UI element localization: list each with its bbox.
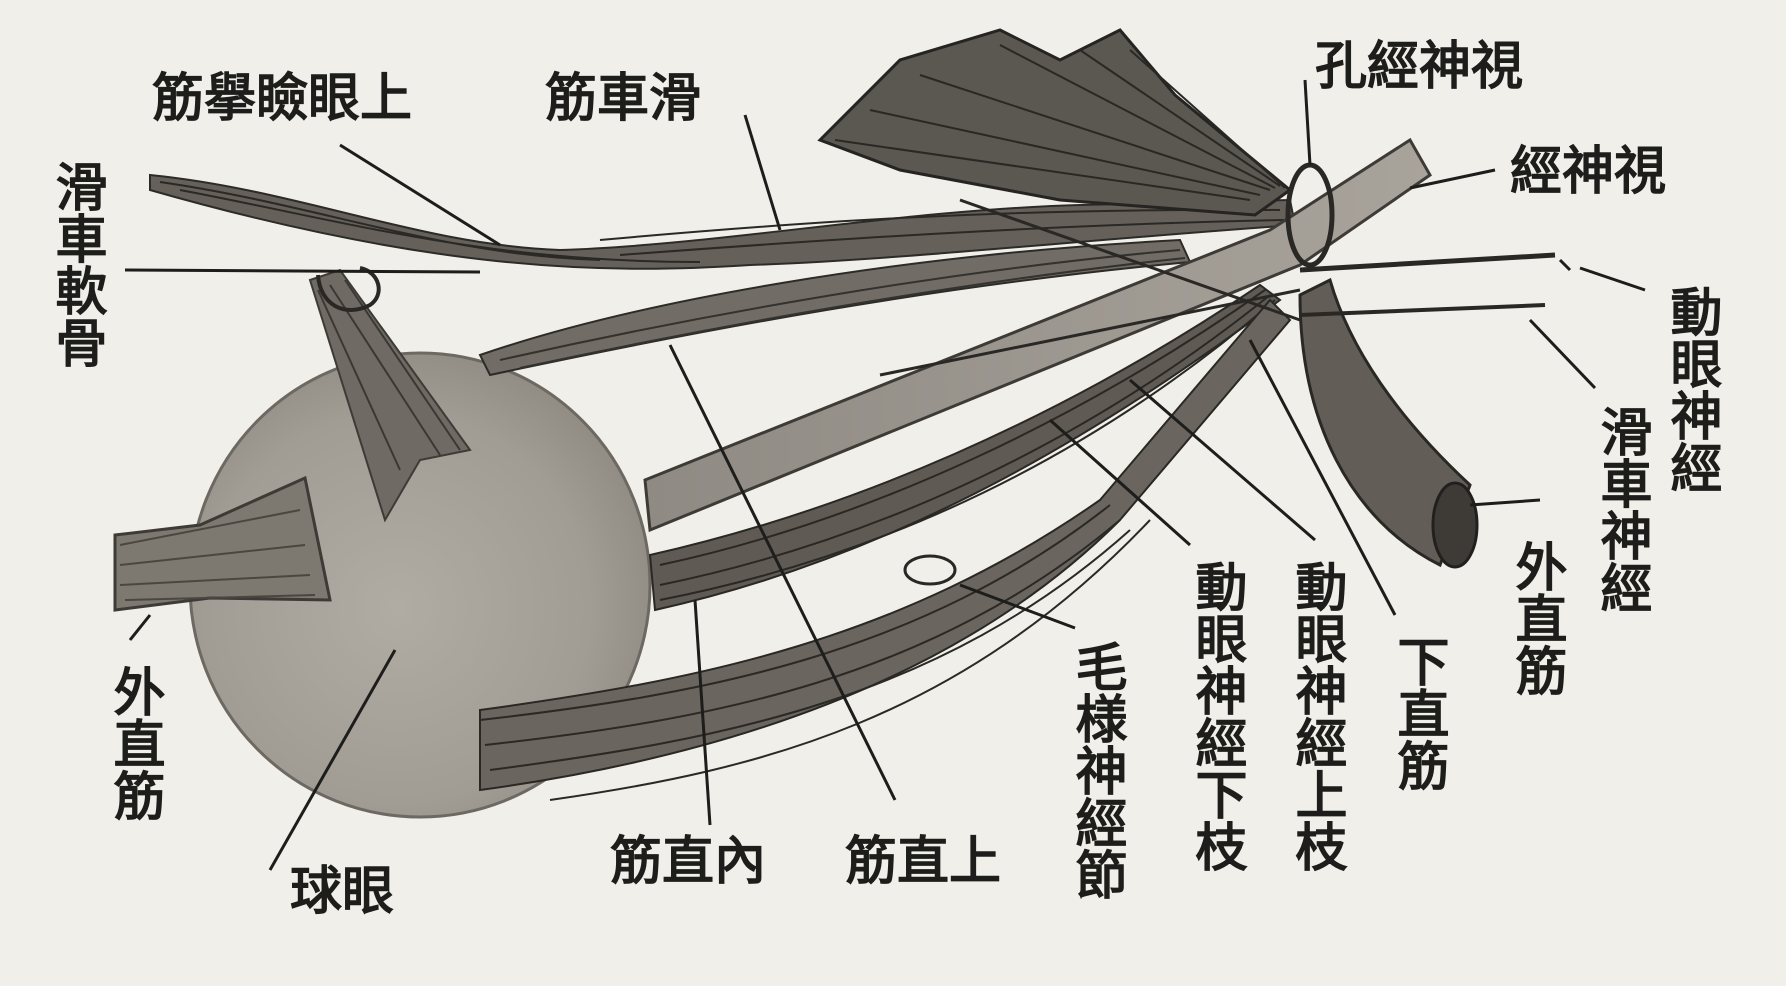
- label-oculomotor-superior: 動眼神經上枝: [1290, 560, 1342, 872]
- label-trochlear-muscle: 筋車滑: [545, 72, 701, 127]
- oculomotor-nerve-strand: [1300, 255, 1555, 270]
- label-eyeball: 球眼: [290, 865, 394, 920]
- label-lateral-rectus-right: 外直筋: [1510, 540, 1562, 696]
- label-inferior-rectus: 下直筋: [1392, 635, 1444, 791]
- ciliary-ganglion-shape: [905, 556, 955, 584]
- label-lateral-rectus-left: 外直筋: [108, 665, 160, 821]
- label-oculomotor-inferior: 動眼神經下枝: [1190, 560, 1242, 872]
- label-trochlea: 滑車軟骨: [50, 160, 102, 368]
- label-trochlear-nerve: 滑車神經: [1595, 405, 1647, 613]
- label-optic-foramen: 孔經神視: [1315, 40, 1523, 95]
- label-ciliary-ganglion: 毛様神經節: [1070, 640, 1122, 900]
- label-levator: 筋擧瞼眼上: [152, 72, 412, 127]
- label-superior-rectus: 筋直上: [845, 835, 1001, 890]
- label-medial-rectus: 筋直內: [610, 835, 766, 890]
- muscle-stumps-apex: [820, 30, 1290, 215]
- label-optic-nerve: 經神視: [1510, 145, 1666, 200]
- label-oculomotor-nerve: 動眼神經: [1665, 285, 1717, 493]
